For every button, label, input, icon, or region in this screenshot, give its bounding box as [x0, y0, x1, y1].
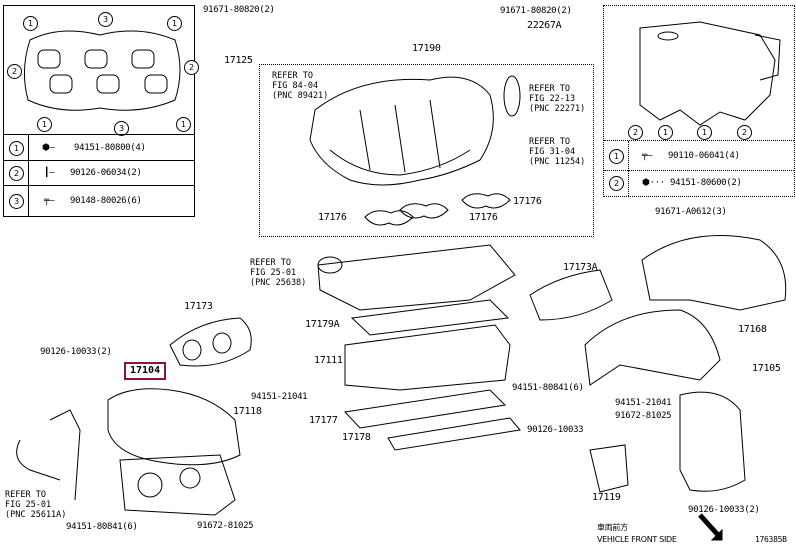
part-label-90126-10033-right[interactable]: 90126-10033(2)	[688, 505, 760, 515]
part-label-17173[interactable]: 17173	[184, 301, 213, 312]
throttle-body-sketch	[639, 21, 781, 126]
legend-num: 2	[9, 166, 24, 181]
legend-part-number[interactable]: 90126-06034(2)	[70, 168, 142, 178]
intake-gasket-sketch	[24, 30, 181, 111]
flange-bolt-icon: ╤—	[44, 196, 55, 206]
fastener-inset-right: 2 1 1 2 1 ╤— 90110-06041(4) 2 ⬢··· 94151…	[603, 5, 795, 197]
part-label-90126-10033-left[interactable]: 90126-10033(2)	[40, 347, 112, 357]
callout-1: 1	[167, 16, 182, 31]
part-label-17176[interactable]: 17176	[318, 212, 347, 223]
part-label-17176[interactable]: 17176	[513, 196, 542, 207]
part-label-22267A[interactable]: 22267A	[527, 20, 562, 31]
gasket-17173-sketch	[169, 317, 252, 367]
part-label-91671-A0612[interactable]: 91671-A0612(3)	[655, 207, 727, 217]
vehicle-front-arrow	[698, 513, 720, 537]
part-label-91671-80820-left[interactable]: 91671-80820(2)	[203, 5, 275, 15]
callout-3: 3	[98, 12, 113, 27]
part-label-17178[interactable]: 17178	[342, 432, 371, 443]
callout-3: 3	[114, 121, 129, 136]
bolt-icon: ╤—	[642, 151, 653, 161]
callout-1: 1	[37, 117, 52, 132]
converter-17104-sketch	[16, 388, 241, 516]
intake-manifold-upper-sketch	[309, 75, 521, 226]
legend-part-number[interactable]: 94151-80800(4)	[74, 143, 146, 153]
intake-manifold-group-box	[259, 64, 594, 237]
callout-2: 2	[628, 125, 643, 140]
callout-1: 1	[697, 125, 712, 140]
part-label-17177[interactable]: 17177	[309, 415, 338, 426]
nut-icon: ⬢···	[642, 178, 665, 188]
part-label-94151-80841-left[interactable]: 94151-80841(6)	[66, 522, 138, 532]
part-label-91671-80820-right[interactable]: 91671-80820(2)	[500, 6, 572, 16]
legend-part-number[interactable]: 90148-80026(6)	[70, 196, 142, 206]
vehicle-front-label: VEHICLE FRONT SIDE	[597, 535, 677, 544]
exhaust-manifold-right-sketch	[529, 235, 787, 493]
part-label-17179A[interactable]: 17179A	[305, 319, 340, 330]
reference-note-pnc-25611A[interactable]: REFER TO FIG 25-01 (PNC 25611A)	[5, 490, 67, 520]
part-label-17105[interactable]: 17105	[752, 363, 781, 374]
legend-num: 1	[609, 149, 624, 164]
legend-row-2: 2 ⬢··· 94151-80600(2)	[604, 170, 794, 196]
legend-row-2: 2 ┃— 90126-06034(2)	[4, 160, 194, 186]
reference-note-pnc-22271[interactable]: REFER TO FIG 22-13 (PNC 22271)	[529, 84, 586, 114]
part-label-94151-21041-left[interactable]: 94151-21041	[251, 392, 308, 402]
part-label-17104-highlighted[interactable]: 17104	[124, 362, 167, 380]
legend-row-1: 1 ╤— 90110-06041(4)	[604, 140, 794, 171]
fastener-inset-left: 1 3 1 2 2 1 3 1 1 ⬢— 94151-80800(4) 2 ┃—…	[3, 5, 199, 217]
nut-icon: ⬢—	[42, 143, 55, 153]
part-label-17111[interactable]: 17111	[314, 355, 343, 366]
callout-1: 1	[176, 117, 191, 132]
part-label-17118[interactable]: 17118	[233, 406, 262, 417]
legend-num: 1	[9, 141, 24, 156]
reference-note-pnc-89421[interactable]: REFER TO FIG 84-04 (PNC 89421)	[272, 71, 329, 101]
part-label-17125[interactable]: 17125	[224, 55, 253, 66]
vehicle-front-label-jp: 車両前方	[597, 523, 628, 532]
callout-2: 2	[7, 64, 22, 79]
legend-part-number[interactable]: 94151-80600(2)	[670, 178, 742, 188]
part-label-17119[interactable]: 17119	[592, 492, 621, 503]
callout-1: 1	[658, 125, 673, 140]
part-label-90126-10033-mid[interactable]: 90126-10033	[527, 425, 584, 435]
part-label-94151-80841-right[interactable]: 94151-80841(6)	[512, 383, 584, 393]
legend-row-3: 3 ╤— 90148-80026(6)	[4, 185, 194, 216]
stud-bolt-icon: ┃—	[44, 168, 55, 178]
drawing-id: 176385B	[755, 535, 787, 544]
legend-num: 2	[609, 176, 624, 191]
part-label-94151-21041-right[interactable]: 94151-21041	[615, 398, 672, 408]
part-label-17168[interactable]: 17168	[738, 324, 767, 335]
part-label-91672-81025-right[interactable]: 91672-81025	[615, 411, 672, 421]
part-label-91672-81025-left[interactable]: 91672-81025	[197, 521, 254, 531]
callout-1: 1	[23, 16, 38, 31]
legend-part-number[interactable]: 90110-06041(4)	[668, 151, 740, 161]
legend-row-1: 1 ⬢— 94151-80800(4)	[4, 134, 194, 161]
callout-2: 2	[184, 60, 199, 75]
reference-note-pnc-25638[interactable]: REFER TO FIG 25-01 (PNC 25638)	[250, 258, 307, 288]
legend-num: 3	[9, 194, 24, 209]
intake-lower-stack-sketch	[317, 244, 521, 451]
callout-2: 2	[737, 125, 752, 140]
part-label-17176[interactable]: 17176	[469, 212, 498, 223]
part-label-17173A[interactable]: 17173A	[563, 262, 598, 273]
part-label-17190[interactable]: 17190	[412, 43, 441, 54]
reference-note-pnc-11254[interactable]: REFER TO FIG 31-04 (PNC 11254)	[529, 137, 586, 167]
